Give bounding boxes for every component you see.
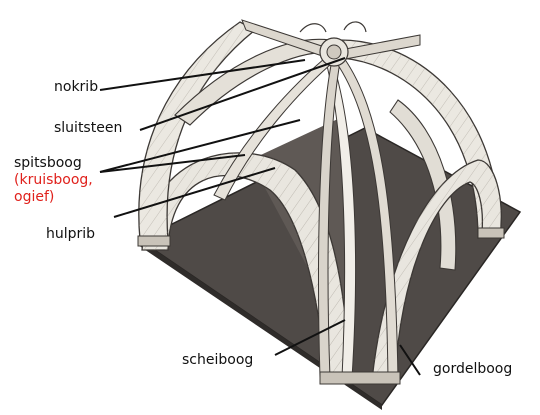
label-gordelboog: gordelboog [433, 361, 513, 377]
front-left-arch-joints [142, 152, 350, 378]
keystone-ring [326, 44, 342, 60]
leader-spitsboog-2 [99, 154, 246, 173]
label-kruisboog: (kruisboog, [14, 172, 93, 188]
leader-gordelboog [399, 344, 421, 376]
label-spitsboog: spitsboog [14, 155, 82, 171]
plinth-left [137, 235, 171, 247]
leader-spitsboog-1 [99, 119, 301, 173]
top-bosses [299, 21, 367, 33]
label-ogief: ogief) [14, 189, 55, 205]
leader-hulprib [113, 167, 276, 218]
plinth-right [477, 227, 505, 239]
leader-sluitsteen [139, 57, 346, 131]
plinth-front [319, 371, 401, 385]
diagonal-rib-3 [213, 53, 339, 201]
label-sluitsteen: sluitsteen [54, 120, 123, 136]
label-nokrib: nokrib [54, 79, 99, 95]
leader-lines [99, 57, 421, 376]
leader-scheiboog [274, 319, 346, 356]
label-scheiboog: scheiboog [182, 352, 254, 368]
left-outer-arch-joints [138, 22, 255, 240]
leader-nokrib [99, 59, 306, 91]
label-hulprib: hulprib [46, 226, 96, 242]
front-right-arch-joints [372, 160, 502, 380]
